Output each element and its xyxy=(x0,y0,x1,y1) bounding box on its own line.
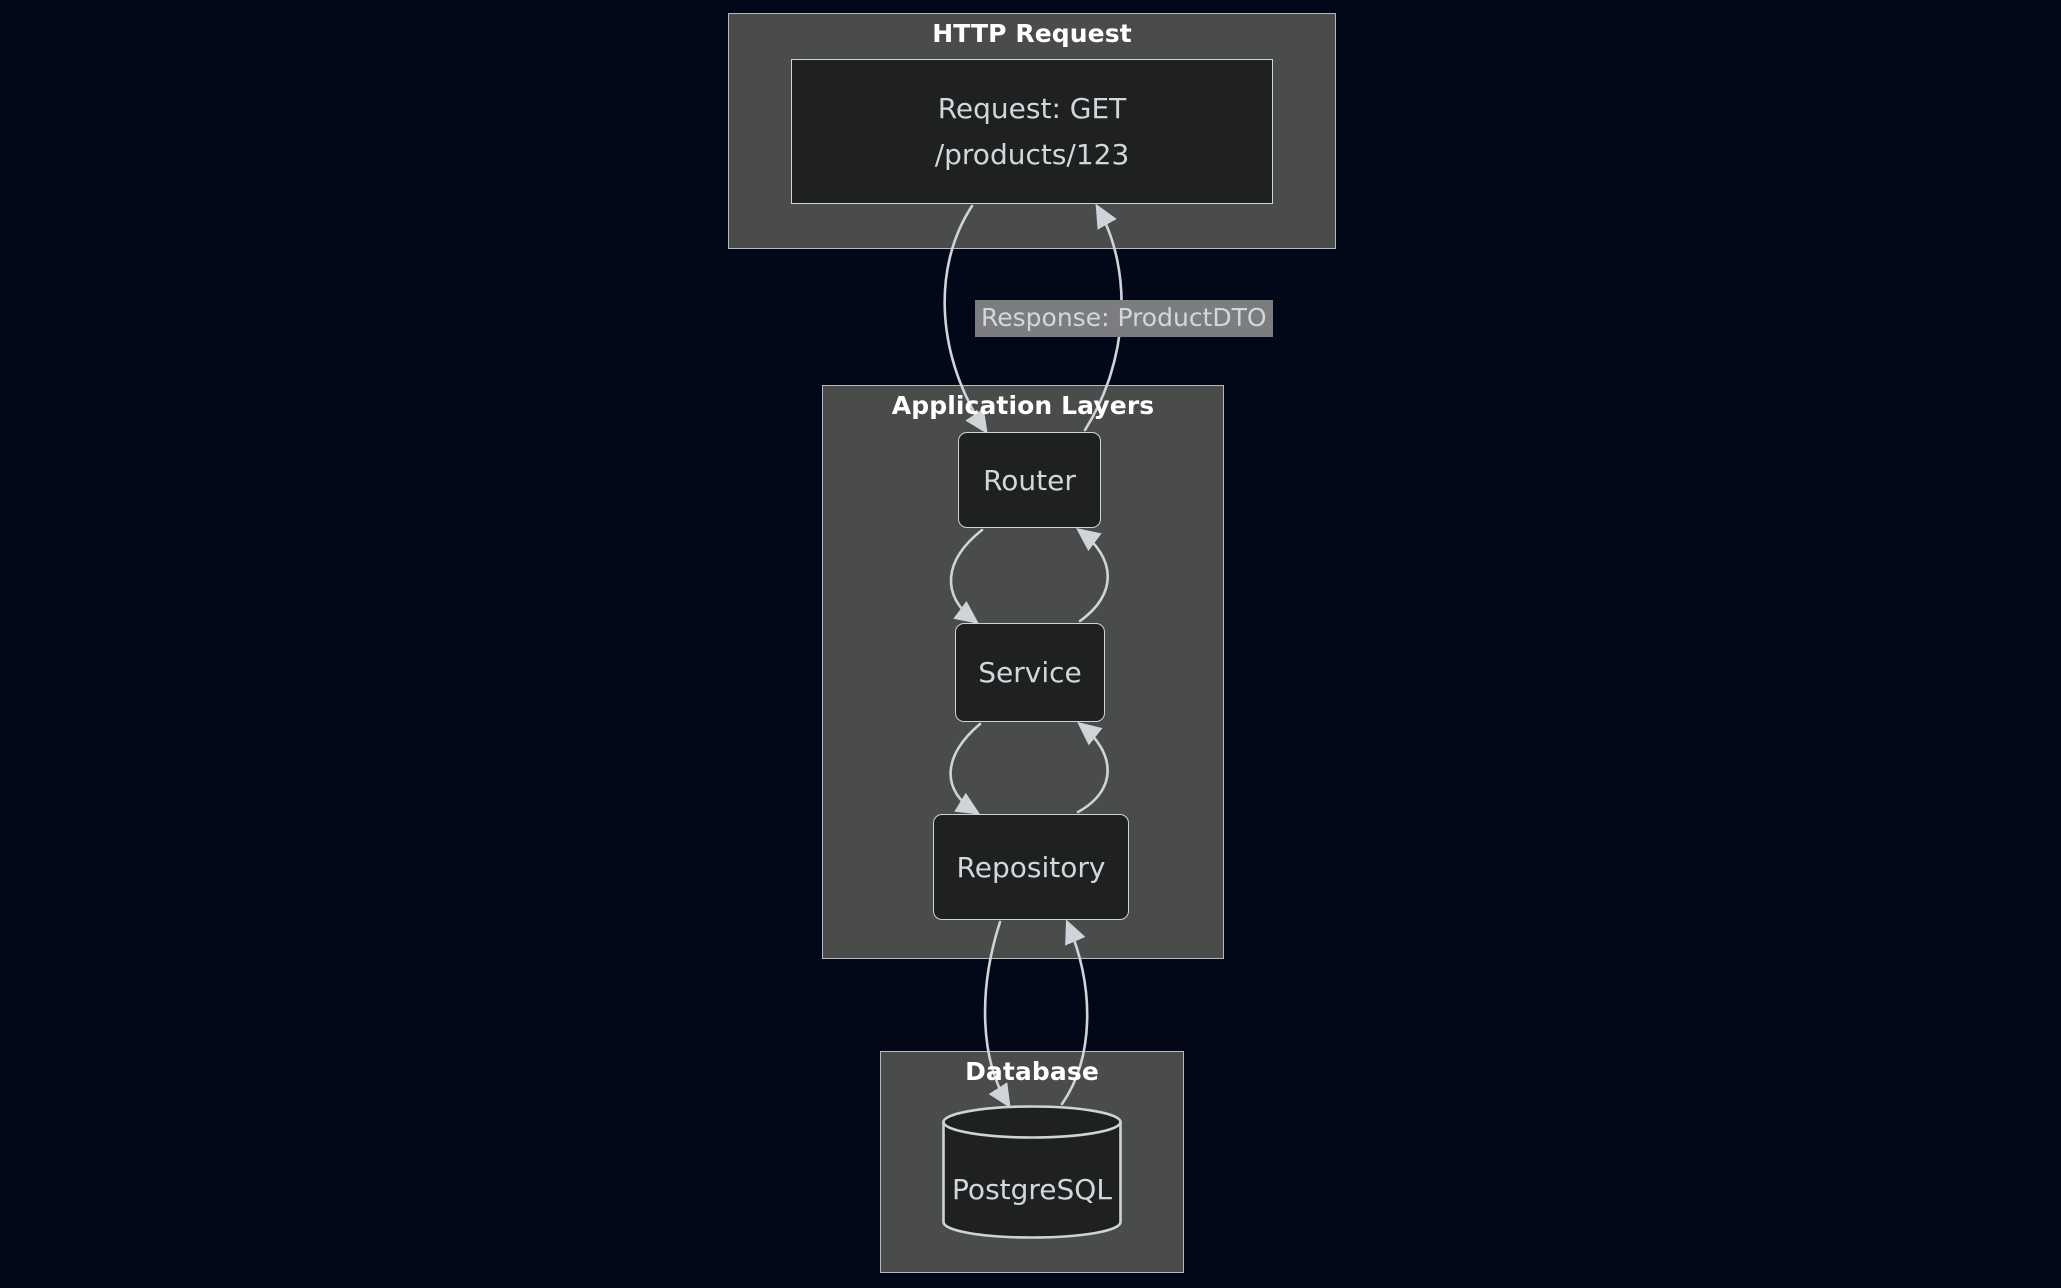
node-http-request-box[interactable]: Request: GET /products/123 xyxy=(791,59,1273,204)
node-postgresql-label: PostgreSQL xyxy=(952,1173,1112,1206)
database-cylinder-icon xyxy=(942,1105,1122,1239)
node-postgresql[interactable]: PostgreSQL xyxy=(942,1105,1122,1239)
cluster-title-application-layers: Application Layers xyxy=(891,391,1155,420)
cluster-title-http-request: HTTP Request xyxy=(932,19,1132,48)
edge-label-response: Response: ProductDTO xyxy=(975,300,1273,337)
node-router-label: Router xyxy=(983,463,1076,497)
node-service-label: Service xyxy=(978,656,1082,689)
node-service[interactable]: Service xyxy=(955,623,1105,722)
node-router[interactable]: Router xyxy=(958,432,1101,528)
node-repository-label: Repository xyxy=(956,850,1106,884)
cluster-title-database: Database xyxy=(965,1057,1099,1086)
node-request-line-1: Request: GET xyxy=(937,91,1127,125)
node-request-line-2: /products/123 xyxy=(934,137,1130,171)
node-repository[interactable]: Repository xyxy=(933,814,1129,920)
